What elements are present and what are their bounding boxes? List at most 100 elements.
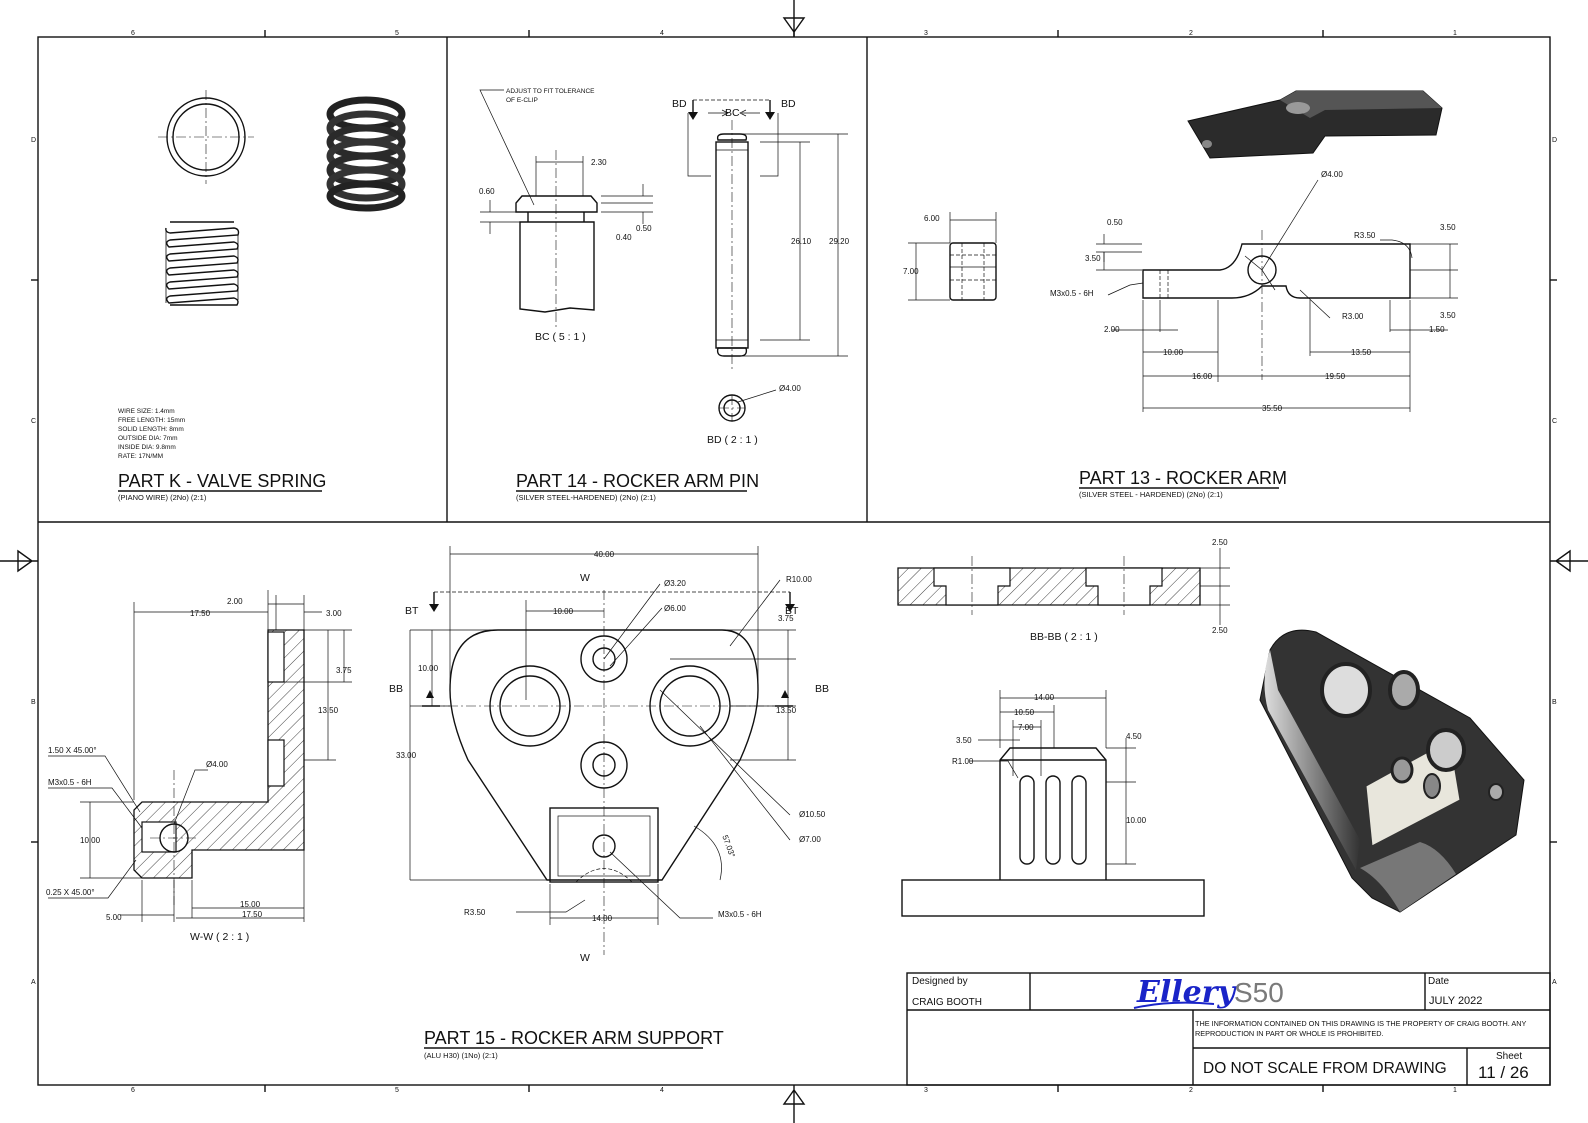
support-dim: 17.50 xyxy=(190,609,211,618)
support-dim: 2.00 xyxy=(227,597,243,606)
spring-spec-line: OUTSIDE DIA: 7mm xyxy=(118,435,178,442)
pin-detail-bc xyxy=(515,150,598,330)
col-number-bottom: 4 xyxy=(660,1087,664,1094)
frame-column-numbers: 6 5 4 3 2 1 6 5 4 3 2 1 D C B A D C B A xyxy=(31,30,1557,1094)
support-subtitle: (ALU H30) (1No) (2:1) xyxy=(424,1051,498,1060)
support-dim: 10.00 xyxy=(1126,816,1147,825)
col-number-top: 3 xyxy=(924,30,928,37)
support-dim: Ø4.00 xyxy=(206,760,228,769)
cut-label-bt-left: BT xyxy=(405,605,419,617)
support-dim: Ø3.20 xyxy=(664,579,686,588)
section-ww-dims xyxy=(48,590,352,922)
support-dim: 33.00 xyxy=(396,751,417,760)
spring-spec-line: WIRE SIZE: 1.4mm xyxy=(118,408,175,415)
support-dim: 14.00 xyxy=(592,914,613,923)
cut-label-w-top: W xyxy=(580,572,590,584)
spring-spec-line: INSIDE DIA: 9.8mm xyxy=(118,444,176,451)
bd-marker-right: BD xyxy=(781,98,796,110)
support-chamfer: 1.50 X 45.00° xyxy=(48,746,97,755)
support-chamfer: 0.25 X 45.00° xyxy=(46,888,95,897)
arm-dim: 3.50 xyxy=(1440,223,1456,232)
spring-subtitle: (PIANO WIRE) (2No) (2:1) xyxy=(118,493,207,502)
support-dim: 13.50 xyxy=(776,706,797,715)
support-dim: 40.00 xyxy=(594,550,615,559)
designed-by-label: Designed by xyxy=(912,976,968,987)
ownership-notice: THE INFORMATION CONTAINED ON THIS DRAWIN… xyxy=(1195,1019,1527,1038)
pin-detail-bd xyxy=(718,389,777,422)
arm-dim: 2.00 xyxy=(1104,325,1120,334)
arm-dim: 0.50 xyxy=(1107,218,1123,227)
arm-dim: 35.50 xyxy=(1262,404,1283,413)
cut-label-bb-right: BB xyxy=(815,683,829,695)
rocker-arm-side-dims xyxy=(1096,179,1458,412)
support-dim: 10.00 xyxy=(418,664,439,673)
col-number-top: 6 xyxy=(131,30,135,37)
support-dim: R1.00 xyxy=(952,757,974,766)
arm-dim: 3.50 xyxy=(1085,254,1101,263)
section-bb-label: BB-BB ( 2 : 1 ) xyxy=(1030,631,1098,643)
support-front-dims xyxy=(409,546,796,925)
support-dim: 2.50 xyxy=(1212,626,1228,635)
col-number-bottom: 6 xyxy=(131,1087,135,1094)
sheet-label: Sheet xyxy=(1496,1051,1522,1062)
arm-dim: 3.50 xyxy=(1440,311,1456,320)
model-name: S50 xyxy=(1234,977,1284,1008)
eclip-note-line1: ADJUST TO FIT TOLERANCE xyxy=(506,88,595,95)
support-dim: Ø6.00 xyxy=(664,604,686,613)
arm-subtitle: (SILVER STEEL - HARDENED) (2No) (2:1) xyxy=(1079,490,1223,499)
cut-label-bt-right: BT xyxy=(785,605,799,617)
spring-end-view xyxy=(158,90,254,184)
col-number-top: 1 xyxy=(1453,30,1457,37)
support-dim: 15.00 xyxy=(240,900,261,909)
pin-title: PART 14 - ROCKER ARM PIN xyxy=(516,471,759,491)
col-number-top: 2 xyxy=(1189,30,1193,37)
scale-note: DO NOT SCALE FROM DRAWING xyxy=(1203,1060,1447,1077)
support-thread: M3x0.5 - 6H xyxy=(48,778,92,787)
support-dim: 10.50 xyxy=(1014,708,1035,717)
support-dim: 4.50 xyxy=(1126,732,1142,741)
support-front-view xyxy=(430,590,790,955)
col-number-bottom: 5 xyxy=(395,1087,399,1094)
designer-name: CRAIG BOOTH xyxy=(912,997,982,1008)
rocker-arm-panel: 6.00 7.00 Ø4.00 0.50 3.50 R3.50 3.50 3.5 xyxy=(903,90,1458,499)
support-dim: 13.50 xyxy=(318,706,339,715)
date-label: Date xyxy=(1428,976,1450,987)
detail-bc-label: BC ( 5 : 1 ) xyxy=(535,331,586,343)
support-dim: Ø10.50 xyxy=(799,810,826,819)
arm-dim: 13.50 xyxy=(1351,348,1372,357)
spring-spec-line: FREE LENGTH: 15mm xyxy=(118,417,185,424)
col-number-bottom: 2 xyxy=(1189,1087,1193,1094)
support-thread: M3x0.5 - 6H xyxy=(718,910,762,919)
bc-marker: BC xyxy=(725,107,740,119)
pin-length-dims xyxy=(740,133,848,357)
arm-dim: Ø4.00 xyxy=(1321,170,1343,179)
support-dim: 3.00 xyxy=(326,609,342,618)
arm-thread: M3x0.5 - 6H xyxy=(1050,289,1094,298)
row-letter-left: C xyxy=(31,418,36,425)
row-letter-left: B xyxy=(31,699,36,706)
col-number-top: 4 xyxy=(660,30,664,37)
section-bb-view xyxy=(897,556,1201,615)
pin-bc-dims xyxy=(480,156,653,234)
section-ww-label: W-W ( 2 : 1 ) xyxy=(190,931,249,943)
spring-title: PART K - VALVE SPRING xyxy=(118,471,326,491)
row-letter-right: C xyxy=(1552,418,1557,425)
pin-dim: Ø4.00 xyxy=(779,384,801,393)
rocker-arm-3d-render xyxy=(1187,90,1443,159)
row-letter-right: B xyxy=(1552,699,1557,706)
support-dim: Ø7.00 xyxy=(799,835,821,844)
valve-spring-panel: WIRE SIZE: 1.4mm FREE LENGTH: 15mm SOLID… xyxy=(118,90,406,502)
col-number-bottom: 1 xyxy=(1453,1087,1457,1094)
row-letter-left: A xyxy=(31,979,36,986)
title-block: Designed by CRAIG BOOTH Ellery S50 Date … xyxy=(906,972,1551,1086)
detail-bd-label: BD ( 2 : 1 ) xyxy=(707,434,758,446)
support-dim: 14.00 xyxy=(1034,693,1055,702)
support-dim: 3.75 xyxy=(336,666,352,675)
date-value: JULY 2022 xyxy=(1429,995,1482,1007)
pin-dim: 0.50 xyxy=(636,224,652,233)
support-dim: 3.75 xyxy=(778,614,794,623)
rocker-arm-pin-panel: ADJUST TO FIT TOLERANCE OF E-CLIP 2.30 0… xyxy=(479,88,850,502)
support-dim: 7.00 xyxy=(1018,723,1034,732)
pin-dim: 2.30 xyxy=(591,158,607,167)
row-letter-right: A xyxy=(1552,979,1557,986)
